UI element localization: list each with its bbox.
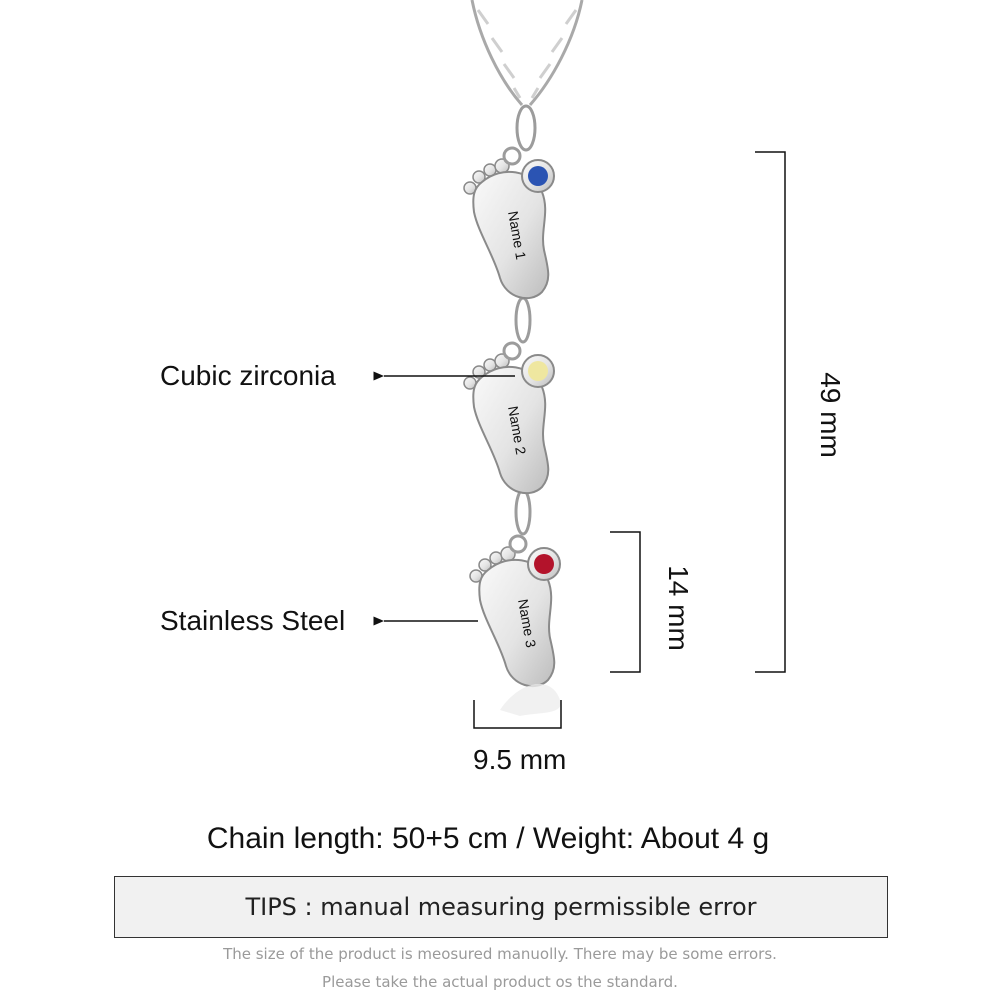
note-line-2: Please take the actual product os the st…	[322, 973, 678, 991]
tips-text: TIPS : manual measuring permissible erro…	[245, 893, 757, 921]
pendant-height-bracket	[610, 531, 641, 673]
stone-1	[528, 166, 548, 186]
pendant-width-label: 9.5 mm	[473, 744, 567, 775]
metal-label: Stainless Steel	[160, 605, 346, 636]
pendant-2: Name 2	[462, 341, 556, 495]
tips-box: TIPS : manual measuring permissible erro…	[114, 876, 888, 938]
note-line-1: The size of the product is meosured manu…	[223, 945, 777, 963]
pendant-width-bracket	[473, 700, 562, 729]
reflection	[500, 683, 561, 716]
total-height-bracket	[755, 151, 786, 673]
gem-label: Cubic zirconia	[160, 360, 336, 391]
chain	[470, 0, 584, 152]
pendant-1: Name 1	[462, 146, 556, 300]
total-height-label: 49 mm	[814, 372, 846, 458]
pendant-3: Name 3	[468, 534, 562, 688]
stone-3	[534, 554, 554, 574]
stone-2	[528, 361, 548, 381]
spec-line: Chain length: 50+5 cm / Weight: About 4 …	[206, 822, 770, 855]
pendant-height-label: 14 mm	[662, 565, 694, 651]
